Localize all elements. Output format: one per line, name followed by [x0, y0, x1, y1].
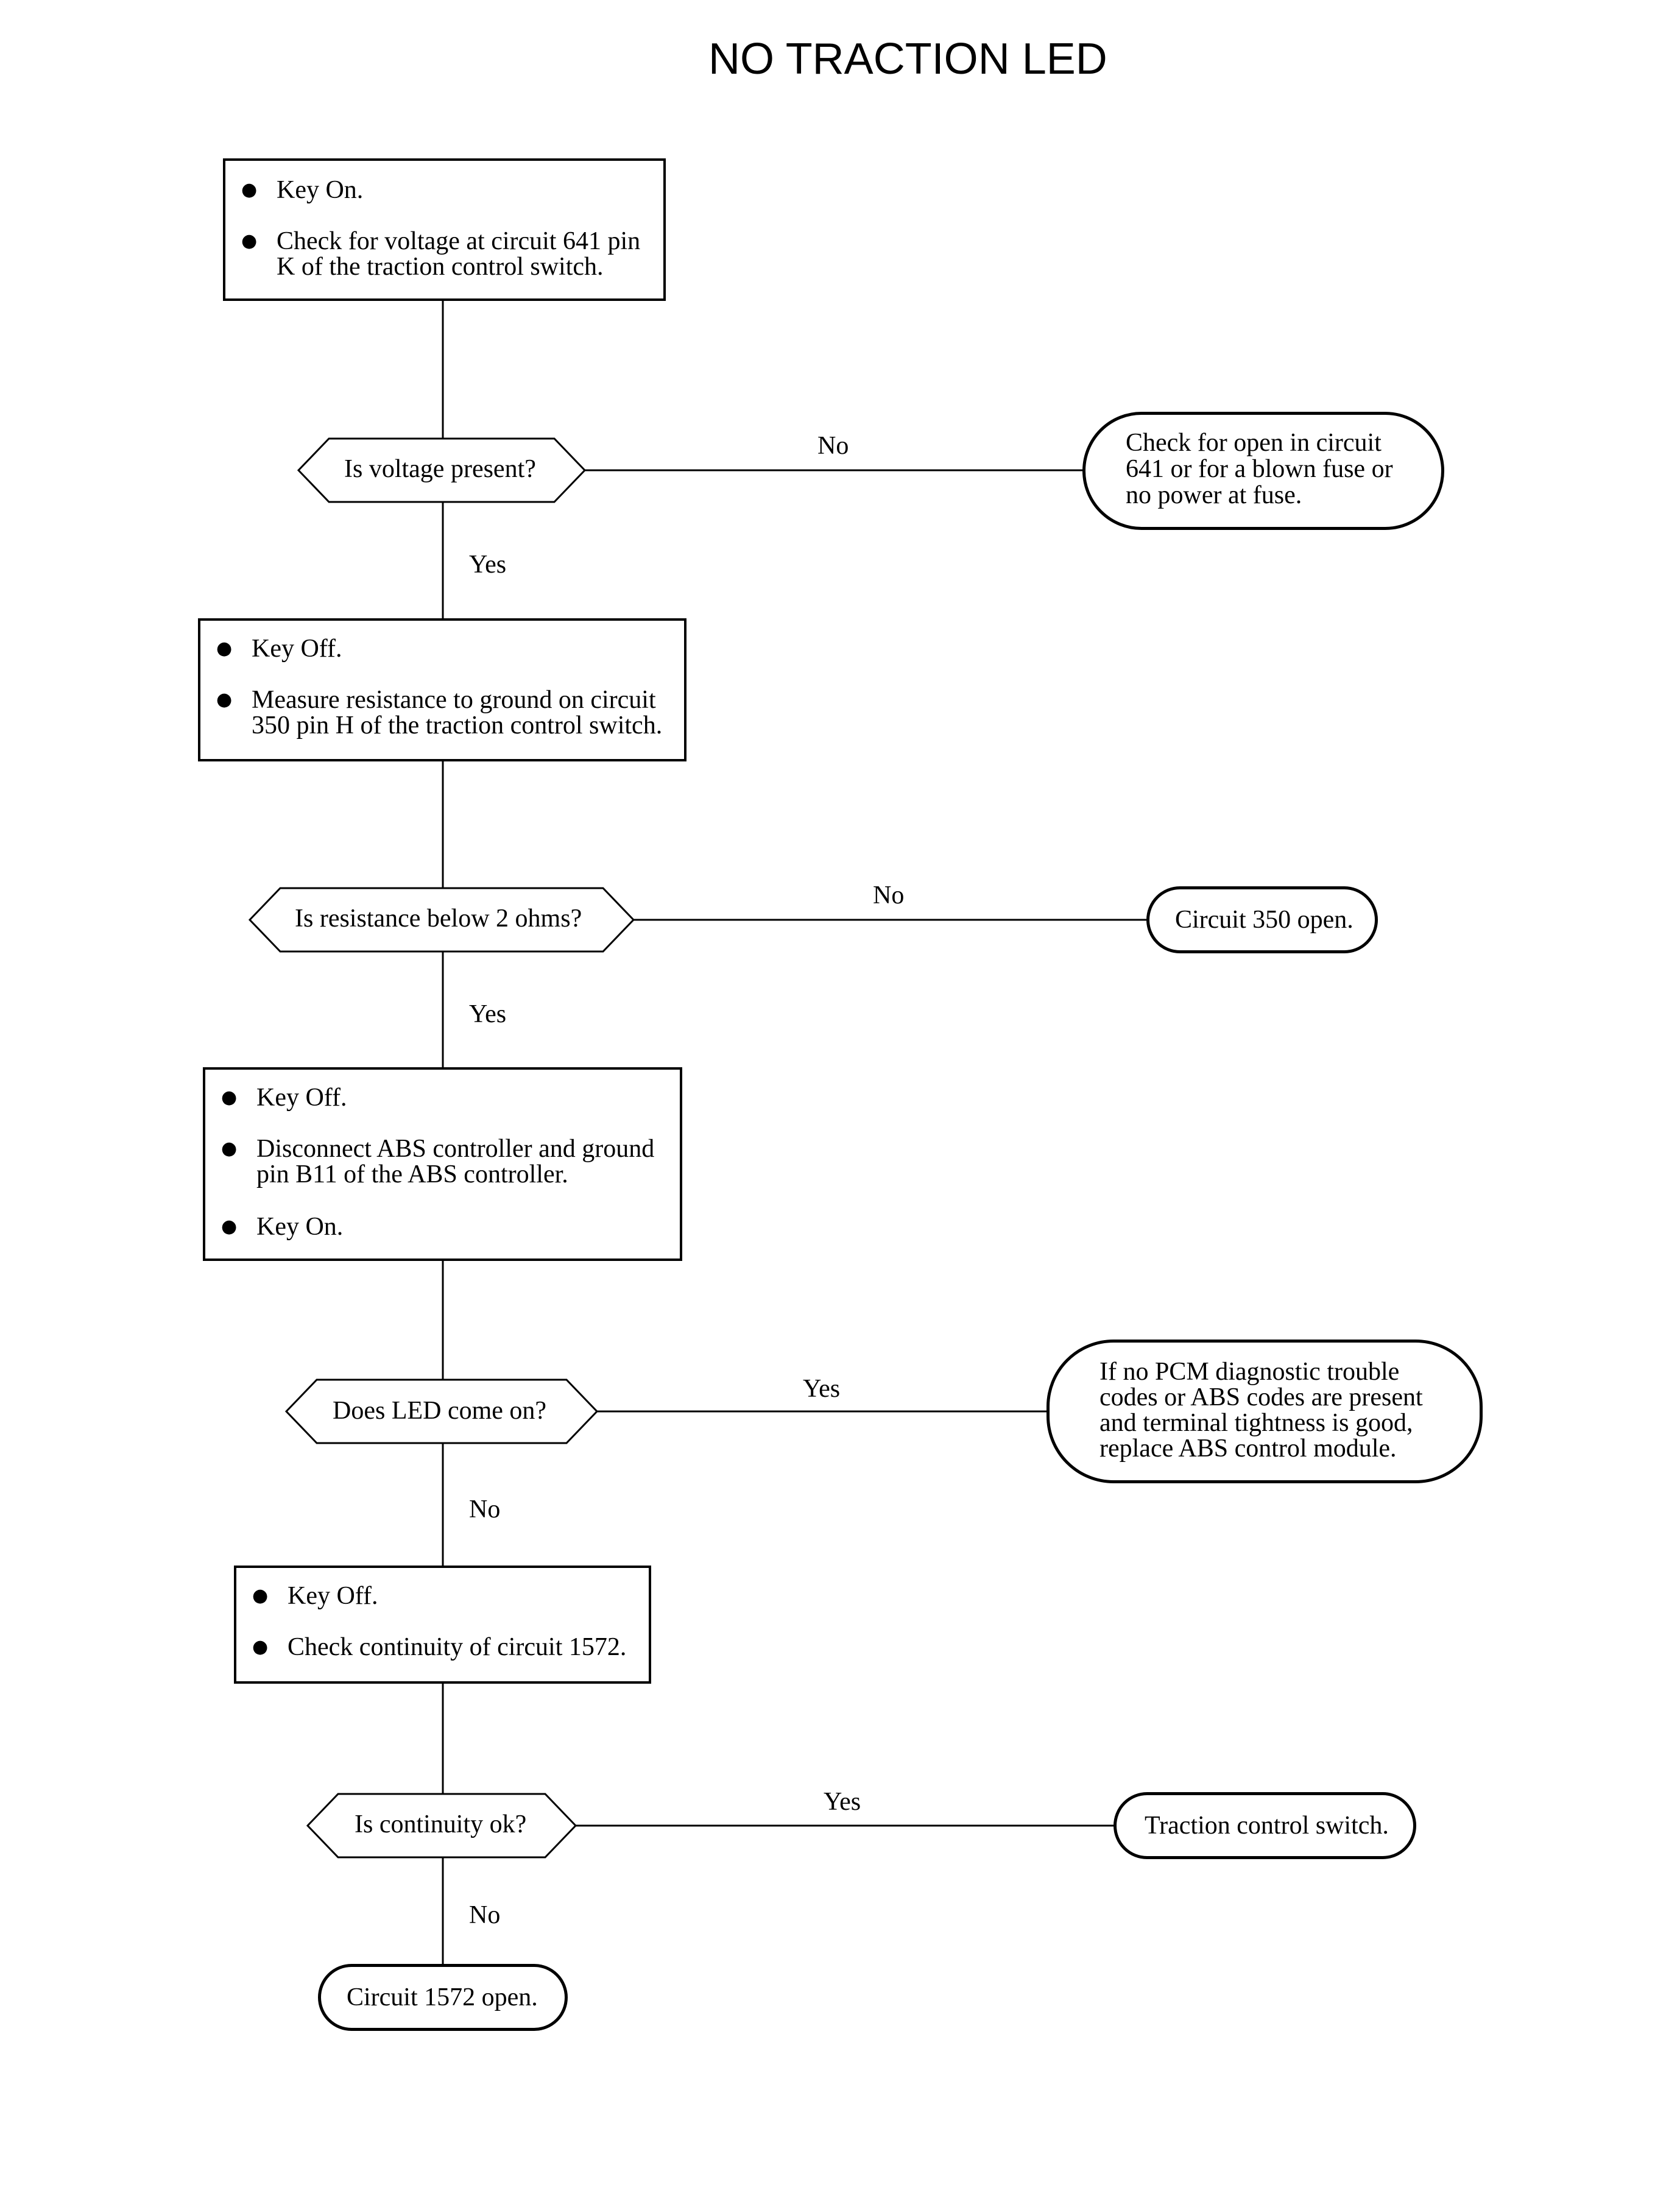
- result-terminal-5: Circuit 1572 open.: [318, 1964, 568, 2031]
- decision4-label: Is continuity ok?: [355, 1810, 527, 1838]
- edge-label-d2-yes: Yes: [469, 1000, 507, 1028]
- result-terminal-4: Traction control switch.: [1114, 1792, 1416, 1859]
- edge-label-d4-no: No: [469, 1901, 501, 1929]
- step-box-1: ● Key On. ● Check for voltage at circuit…: [223, 158, 666, 301]
- result3-line1: If no PCM diagnostic trouble: [1099, 1358, 1400, 1386]
- decision1-label: Is voltage present?: [344, 455, 536, 483]
- step2-item2-line1: Measure resistance to ground on circuit: [252, 686, 656, 714]
- edge-label-d1-no: No: [817, 432, 849, 460]
- bullet-icon: ●: [221, 1138, 238, 1159]
- decision-diamond-4: [306, 1793, 577, 1859]
- result-terminal-1: Check for open in circuit 641 or for a b…: [1082, 412, 1444, 530]
- step4-item2: Check continuity of circuit 1572.: [288, 1633, 627, 1661]
- bullet-icon: ●: [252, 1636, 269, 1658]
- step1-item2-line1: Check for voltage at circuit 641 pin: [277, 227, 641, 255]
- step3-item2-line2: pin B11 of the ABS controller.: [256, 1160, 568, 1188]
- edge-label-d4-yes: Yes: [824, 1788, 861, 1816]
- step-box-2: ● Key Off. ● Measure resistance to groun…: [198, 618, 686, 761]
- result1-line2: 641 or for a blown fuse or: [1126, 455, 1393, 483]
- result2-label: Circuit 350 open.: [1175, 906, 1354, 934]
- bullet-icon: ●: [221, 1087, 238, 1108]
- bullet-icon: ●: [241, 179, 258, 200]
- result-terminal-2: Circuit 350 open.: [1146, 886, 1378, 953]
- bullet-icon: ●: [252, 1585, 269, 1606]
- step3-item2-line1: Disconnect ABS controller and ground: [256, 1135, 655, 1163]
- result1-line3: no power at fuse.: [1126, 481, 1302, 509]
- decision-diamond-3: [284, 1379, 599, 1444]
- edge-label-d3-no: No: [469, 1495, 501, 1523]
- step4-item1: Key Off.: [288, 1582, 378, 1610]
- step-box-3: ● Key Off. ● Disconnect ABS controller a…: [203, 1067, 682, 1261]
- step1-item2-line2: K of the traction control switch.: [277, 253, 604, 281]
- bullet-icon: ●: [241, 230, 258, 252]
- step-box-4: ● Key Off. ● Check continuity of circuit…: [234, 1566, 651, 1684]
- bullet-icon: ●: [221, 1216, 238, 1237]
- result4-label: Traction control switch.: [1145, 1812, 1389, 1840]
- result3-line3: and terminal tightness is good,: [1099, 1409, 1413, 1437]
- page-title: NO TRACTION LED: [708, 35, 1107, 83]
- decision3-label: Does LED come on?: [333, 1397, 547, 1425]
- step2-item1: Key Off.: [252, 635, 342, 663]
- decision2-label: Is resistance below 2 ohms?: [295, 905, 582, 933]
- decision-diamond-1: [297, 437, 587, 503]
- step3-item1: Key Off.: [256, 1084, 347, 1112]
- result1-line1: Check for open in circuit: [1126, 429, 1382, 457]
- result5-label: Circuit 1572 open.: [347, 1983, 538, 2011]
- bullet-icon: ●: [216, 638, 233, 659]
- edge-label-d1-yes: Yes: [469, 551, 507, 579]
- edge-label-d3-yes: Yes: [803, 1375, 841, 1403]
- result3-line2: codes or ABS codes are present: [1099, 1383, 1423, 1411]
- edge-label-d2-no: No: [873, 881, 905, 909]
- step2-item2-line2: 350 pin H of the traction control switch…: [252, 711, 663, 740]
- bullet-icon: ●: [216, 689, 233, 710]
- step1-item1: Key On.: [277, 176, 364, 204]
- decision-diamond-2: [248, 887, 635, 953]
- step3-item3: Key On.: [256, 1213, 344, 1241]
- result3-line4: replace ABS control module.: [1099, 1435, 1397, 1463]
- result-terminal-3: If no PCM diagnostic trouble codes or AB…: [1046, 1340, 1483, 1483]
